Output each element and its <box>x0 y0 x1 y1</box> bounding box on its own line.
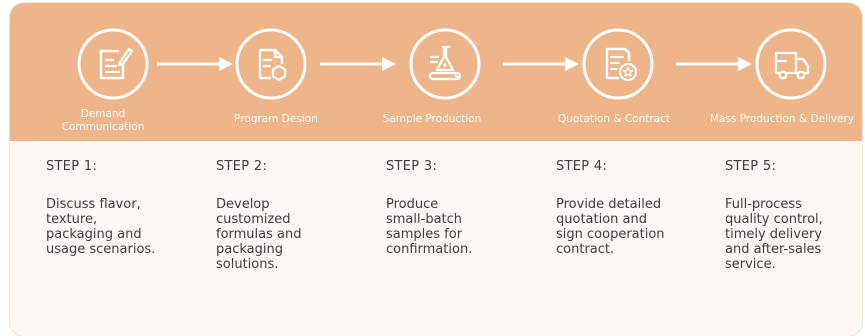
step-4-description: Provide detailed quotation and sign coop… <box>556 197 665 257</box>
certificate-document-icon <box>581 27 655 101</box>
step-4-label: STEP 4: <box>556 159 608 174</box>
process-header-band: Demand Communication Program Design Samp… <box>10 3 862 141</box>
arrow-right-icon <box>503 56 579 72</box>
arrow-right-icon <box>676 56 752 72</box>
hexagon-document-icon <box>234 27 308 101</box>
step-5-title: Mass Production & Delivery <box>709 113 855 125</box>
step-3-details: STEP 3: Produce small-batch samples for … <box>386 159 536 257</box>
step-3-description: Produce small-batch samples for confirma… <box>386 197 473 257</box>
step-5-label: STEP 5: <box>725 159 777 174</box>
process-card: Demand Communication Program Design Samp… <box>10 3 862 336</box>
arrow-right-icon <box>157 56 233 72</box>
step-4-details: STEP 4: Provide detailed quotation and s… <box>556 159 706 257</box>
step-2-details: STEP 2: Develop customized formulas and … <box>216 159 366 272</box>
step-1-description: Discuss flavor, texture, packaging and u… <box>46 197 156 257</box>
step-1-title: Demand Communication <box>61 108 145 133</box>
arrow-right-icon <box>320 56 396 72</box>
step-2-label: STEP 2: <box>216 159 268 174</box>
step-5-details: STEP 5: Full-process quality control, ti… <box>725 159 862 272</box>
step-2-description: Develop customized formulas and packagin… <box>216 197 302 272</box>
delivery-truck-icon <box>754 27 828 101</box>
step-3-label: STEP 3: <box>386 159 438 174</box>
step-1-label: STEP 1: <box>46 159 98 174</box>
step-3-title: Sample Production <box>382 113 482 125</box>
step-2-title: Program Design <box>234 113 318 125</box>
edit-document-icon <box>76 27 150 101</box>
flask-conveyor-icon <box>408 27 482 101</box>
step-4-title: Quotation & Contract <box>557 113 671 125</box>
step-5-description: Full-process quality control, timely del… <box>725 197 823 272</box>
step-1-details: STEP 1: Discuss flavor, texture, packagi… <box>46 159 196 257</box>
